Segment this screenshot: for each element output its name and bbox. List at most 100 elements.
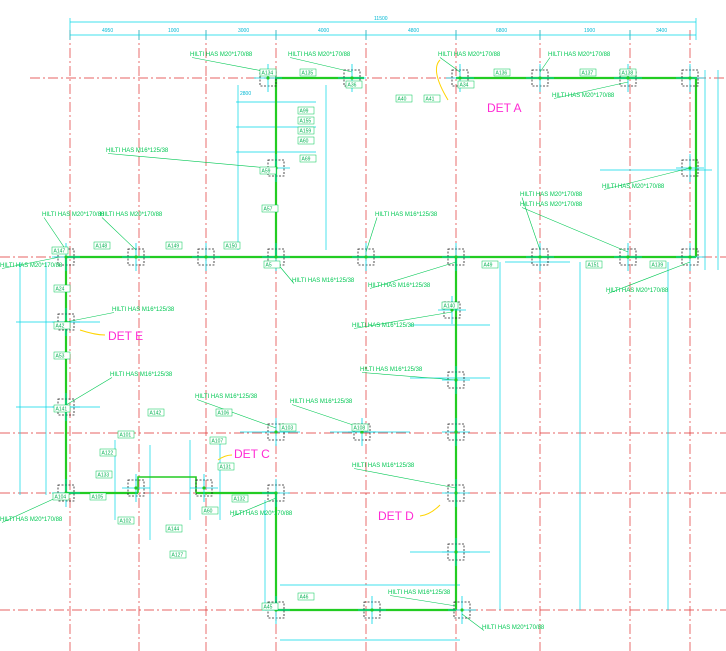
note-leader [101, 217, 137, 251]
svg-text:A41: A41 [426, 97, 435, 103]
note-leader [521, 207, 629, 253]
dimension-lines [16, 18, 719, 641]
anchor-note: HILTI HAS M16*125/38 [388, 590, 451, 596]
svg-text:A142: A142 [150, 411, 162, 417]
anchor-tag: A107 [209, 436, 227, 445]
anchor-tag: A127 [169, 550, 187, 559]
dimension-value: 2800 [240, 91, 251, 97]
svg-text:A105: A105 [92, 495, 104, 501]
anchor-tag: A144 [165, 524, 183, 533]
anchor-tag: A24 [53, 284, 71, 293]
dimension-value: 6800 [496, 28, 507, 34]
anchor-note: HILTI HAS M20*170/88 [602, 184, 665, 190]
anchor-note: HILTI HAS M16*125/38 [352, 463, 415, 469]
wall-stair-notch [137, 476, 197, 493]
anchor-tag: A122 [99, 448, 117, 457]
svg-text:A46: A46 [300, 595, 309, 601]
anchor-marker [190, 474, 218, 502]
svg-text:A135: A135 [302, 71, 314, 77]
svg-text:A138: A138 [622, 71, 634, 77]
anchor-tag: A148 [93, 241, 111, 250]
dimension-value: 11500 [374, 16, 388, 22]
svg-text:A148: A148 [96, 244, 108, 250]
anchor-note: HILTI HAS M20*170/88 [552, 93, 615, 99]
anchor-tag: A136 [493, 68, 511, 77]
anchor-tag: A159 [297, 126, 315, 135]
svg-text:A24: A24 [56, 287, 65, 293]
anchor-note: HILTI HAS M20*170/88 [0, 517, 63, 523]
note-leader [521, 197, 541, 251]
anchor-marker [676, 64, 704, 92]
svg-text:A132: A132 [234, 497, 246, 503]
anchor-note: HILTI HAS M16*125/38 [195, 394, 258, 400]
anchor-tag: A42 [53, 321, 71, 330]
dimension-value: 3000 [238, 28, 249, 34]
anchor-tag: A5 [263, 260, 281, 269]
anchor-note: HILTI HAS M16*125/38 [110, 372, 173, 378]
svg-text:A107: A107 [212, 439, 224, 445]
anchor-tag: A142 [147, 408, 165, 417]
svg-text:A134: A134 [262, 71, 274, 77]
anchor-tag: A99 [297, 106, 315, 115]
dimension-value: 1900 [584, 28, 595, 34]
dimension-value: 3400 [656, 28, 667, 34]
anchor-marker [352, 243, 380, 271]
anchor-tag: A46 [297, 592, 315, 601]
anchor-tag: A138 [619, 68, 637, 77]
anchor-marker [614, 64, 642, 92]
svg-text:A102: A102 [120, 519, 132, 525]
note-leader [389, 595, 457, 607]
anchor-tag: A104 [52, 492, 70, 501]
anchor-note: HILTI HAS M16*125/38 [375, 212, 438, 218]
anchor-note: HILTI HAS M20*170/88 [520, 192, 583, 198]
svg-text:A104: A104 [55, 495, 67, 501]
wall-upper-left [274, 76, 364, 257]
anchor-tag: A151 [585, 260, 603, 269]
anchor-tag: A60 [201, 506, 219, 515]
anchor-tag: A150 [223, 241, 241, 250]
anchor-marker [122, 474, 150, 502]
svg-text:A151: A151 [588, 263, 600, 269]
svg-text:A150: A150 [226, 244, 238, 250]
svg-text:A5: A5 [266, 263, 272, 269]
anchor-tag: A134 [259, 68, 277, 77]
detail-label-c: DET C [234, 447, 270, 461]
anchor-tag: A139 [649, 260, 667, 269]
note-leader [196, 399, 277, 429]
anchor-note: HILTI HAS M20*170/88 [42, 212, 105, 218]
anchor-marker [262, 479, 290, 507]
svg-text:A45: A45 [264, 605, 273, 611]
svg-text:A139: A139 [652, 263, 664, 269]
svg-text:A57: A57 [264, 207, 273, 213]
detail-label-d: DET D [378, 509, 414, 523]
note-leader [553, 81, 629, 99]
svg-text:A136: A136 [496, 71, 508, 77]
svg-text:A131: A131 [220, 465, 232, 471]
svg-text:A53: A53 [56, 354, 65, 360]
anchor-tag: A137 [579, 68, 597, 77]
anchor-note: HILTI HAS M16*125/38 [112, 307, 175, 313]
anchor-note: HILTI HAS M16*125/38 [290, 399, 353, 405]
anchor-tag: A105 [89, 492, 107, 501]
anchor-marker [442, 538, 470, 566]
anchor-note: HILTI HAS M16*125/38 [106, 148, 169, 154]
anchor-tag: A155 [297, 116, 315, 125]
walls [64, 76, 698, 612]
svg-text:A101: A101 [120, 433, 132, 439]
anchor-tag: A149 [165, 241, 183, 250]
anchor-marker [676, 243, 704, 271]
note-leader [43, 217, 67, 251]
anchor-note: HILTI HAS M20*170/88 [606, 288, 669, 294]
detail-callouts: DET A DET E DET C DET D [79, 59, 521, 523]
anchor-tag: A140 [441, 301, 459, 310]
anchor-marker [448, 596, 476, 624]
note-leader [107, 153, 269, 169]
anchor-tag: A147 [51, 246, 69, 255]
svg-text:A108: A108 [354, 426, 366, 432]
anchor-tag: A34 [457, 80, 475, 89]
dimension-value: 1000 [168, 28, 179, 34]
note-leader [291, 404, 363, 429]
anchor-note: HILTI HAS M16*125/38 [360, 367, 423, 373]
anchor-tag: A41 [423, 94, 441, 103]
